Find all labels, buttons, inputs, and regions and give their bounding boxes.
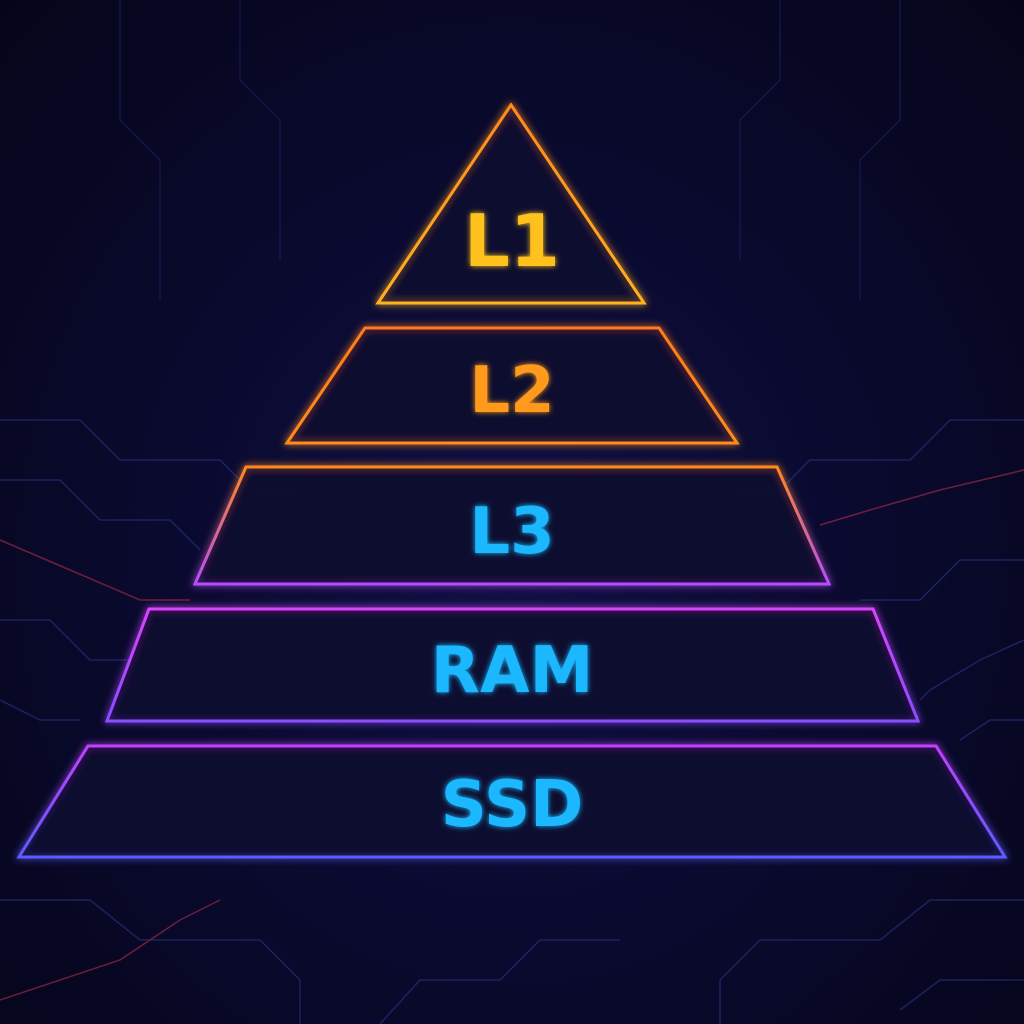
circuit-trace xyxy=(0,539,190,601)
tier-ssd: SSD xyxy=(16,744,1008,859)
circuit-trace xyxy=(860,559,1024,601)
tier-label-l2: L2 xyxy=(469,354,554,428)
circuit-trace xyxy=(119,0,161,300)
tier-outline-l3 xyxy=(192,465,832,586)
circuit-trace xyxy=(0,699,80,721)
circuit-trace xyxy=(239,0,281,260)
circuit-trace xyxy=(919,639,1024,701)
circuit-trace xyxy=(859,0,901,300)
circuit-trace xyxy=(959,719,1024,741)
tier-label-l3: L3 xyxy=(469,495,554,569)
tier-label-ssd: SSD xyxy=(441,768,583,842)
tier-l2: L2 xyxy=(284,326,740,445)
tier-l3: L3 xyxy=(192,465,832,586)
circuit-trace xyxy=(899,979,1024,1011)
circuit-trace xyxy=(719,899,1024,1024)
circuit-trace xyxy=(0,899,221,1001)
tier-outline-ram xyxy=(104,607,921,723)
tier-outline-l2 xyxy=(284,326,740,445)
circuit-trace xyxy=(0,619,130,661)
circuit-trace xyxy=(739,0,781,260)
tier-ram: RAM xyxy=(104,607,921,723)
tier-outline-ssd xyxy=(16,744,1008,859)
circuit-trace xyxy=(0,899,301,1024)
tier-l1: L1 xyxy=(375,102,647,305)
tier-label-l1: L1 xyxy=(464,199,560,283)
tier-outline-l1 xyxy=(375,102,647,305)
circuit-trace xyxy=(819,469,1024,526)
circuit-trace xyxy=(0,479,201,551)
circuit-trace xyxy=(379,939,620,1024)
tier-label-ram: RAM xyxy=(431,634,594,708)
